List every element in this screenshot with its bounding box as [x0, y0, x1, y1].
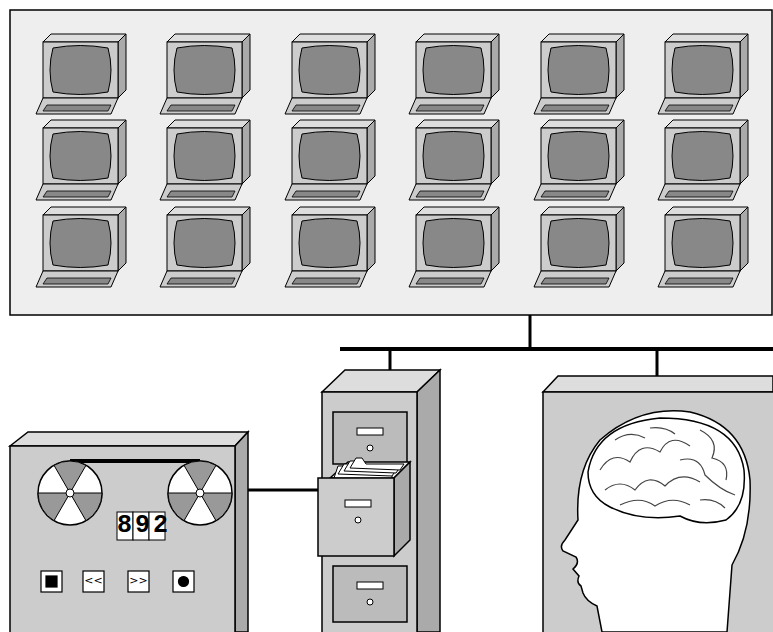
- brain-outline: [588, 418, 744, 523]
- control-buttons: [41, 571, 194, 592]
- terminal-icon: [409, 120, 499, 200]
- tape-reel: [38, 461, 102, 525]
- terminal-icon: [160, 120, 250, 200]
- terminal-icon: [658, 120, 748, 200]
- rewind-button-label: <<: [83, 572, 104, 590]
- terminal-icon: [285, 120, 375, 200]
- terminal-icon: [36, 207, 126, 287]
- terminal-icon: [160, 207, 250, 287]
- counter-display: [117, 512, 165, 540]
- terminal-icon: [658, 34, 748, 114]
- terminal-icon: [285, 207, 375, 287]
- tape-reel: [168, 461, 232, 525]
- terminal-icon: [409, 207, 499, 287]
- terminal-icon: [36, 34, 126, 114]
- terminal-icon: [534, 120, 624, 200]
- terminal-icon: [534, 34, 624, 114]
- terminal-icon: [160, 34, 250, 114]
- terminal-icon: [36, 120, 126, 200]
- terminal-icon: [409, 34, 499, 114]
- head-profile: [561, 411, 750, 632]
- terminal-grid: [36, 34, 748, 287]
- counter-number: 892: [117, 512, 165, 540]
- terminal-icon: [285, 34, 375, 114]
- tape-strip: [70, 459, 200, 463]
- terminal-icon: [658, 207, 748, 287]
- terminal-panel: [10, 10, 772, 315]
- filing-cabinet: [318, 370, 440, 632]
- forward-button-label: >>: [128, 572, 149, 590]
- tape-recorder: [10, 432, 248, 632]
- terminal-icon: [534, 207, 624, 287]
- brain-panel: [543, 376, 773, 632]
- brain-folds: [600, 428, 735, 508]
